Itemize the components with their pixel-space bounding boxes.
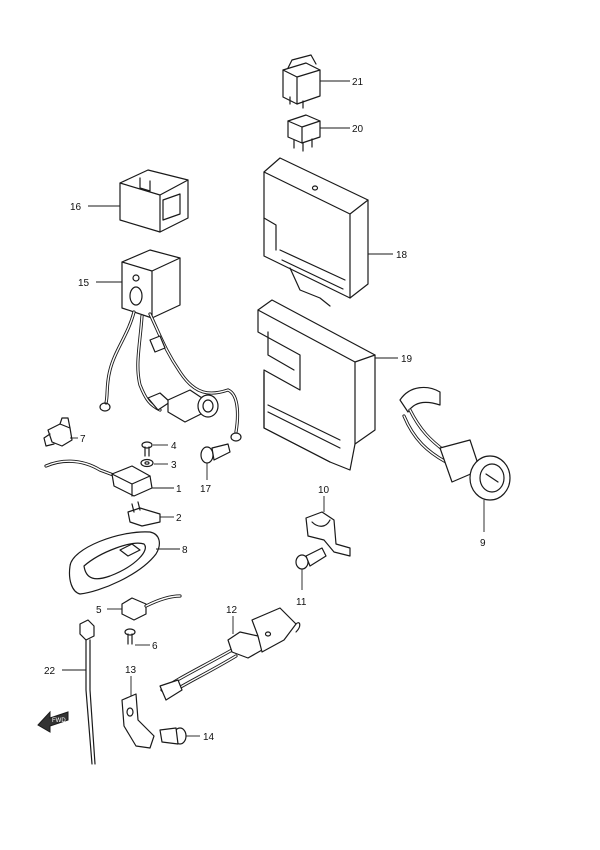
- screw-6: [124, 628, 136, 645]
- callout-9: 9: [480, 538, 486, 549]
- callout-5: 5: [96, 605, 102, 616]
- relay-cover-16: [119, 169, 189, 233]
- sensor-5: [121, 594, 182, 621]
- callout-11: 11: [296, 597, 307, 608]
- bracket-13: [121, 693, 155, 749]
- callout-19: 19: [401, 354, 413, 365]
- clip-7: [43, 417, 73, 447]
- callout-7: 7: [80, 434, 86, 445]
- cover-8: [68, 531, 160, 595]
- relay-20: [287, 114, 321, 152]
- callout-6: 6: [152, 641, 158, 652]
- relay-21: [282, 54, 321, 109]
- ecu-cover-19: [257, 299, 376, 471]
- callout-16: 16: [70, 202, 82, 213]
- callout-22: 22: [44, 666, 56, 677]
- callout-2: 2: [176, 513, 182, 524]
- bolt-11: [295, 547, 327, 570]
- callout-21: 21: [352, 77, 364, 88]
- callout-10: 10: [318, 485, 330, 496]
- callout-15: 15: [78, 278, 90, 289]
- clamp-10: [305, 511, 351, 557]
- ecu-18: [263, 157, 369, 307]
- callout-8: 8: [182, 545, 188, 556]
- callout-17: 17: [200, 484, 212, 495]
- cable-tie-22: [79, 619, 96, 765]
- harness-12: [159, 607, 301, 701]
- callout-3: 3: [171, 460, 177, 471]
- bolt-14: [159, 727, 187, 745]
- callout-14: 14: [203, 732, 215, 743]
- fwd-arrow-icon: FWD: [37, 710, 69, 733]
- ignition-switch-9: [399, 386, 511, 501]
- bracket-2: [127, 501, 161, 527]
- callout-12: 12: [226, 605, 238, 616]
- screw-4: [141, 441, 153, 457]
- washer-3: [140, 458, 154, 468]
- sensor-1: [44, 459, 153, 497]
- callout-4: 4: [171, 441, 177, 452]
- fwd-label: FWD: [52, 718, 66, 724]
- callout-18: 18: [396, 250, 408, 261]
- harness-15: [99, 249, 242, 442]
- callout-1: 1: [176, 484, 182, 495]
- callout-13: 13: [125, 665, 137, 676]
- callout-20: 20: [352, 124, 364, 135]
- bolt-17: [200, 443, 231, 464]
